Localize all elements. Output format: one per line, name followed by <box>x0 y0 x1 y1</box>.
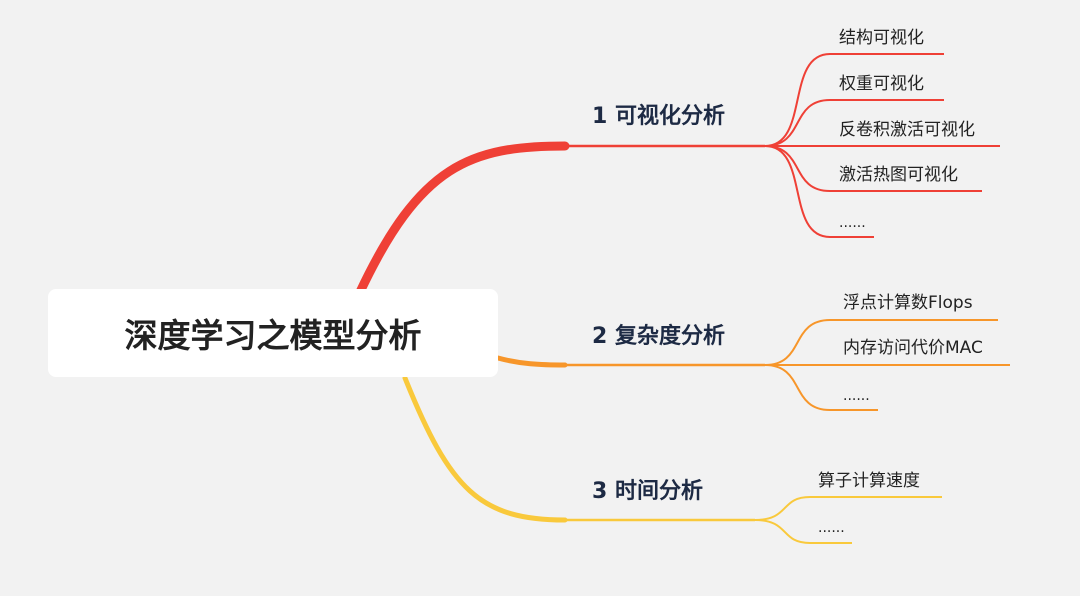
leaf-connector-2-3 <box>764 364 831 411</box>
leaf-label-1-5[interactable]: ...... <box>839 215 866 231</box>
leaf-label-1-3[interactable]: 反卷积激活可视化 <box>839 120 975 140</box>
leaf-label-2-3[interactable]: ...... <box>843 388 870 404</box>
leaf-connector-1-4 <box>764 145 831 192</box>
leaf-label-3-1[interactable]: 算子计算速度 <box>818 471 920 491</box>
branch-label-2[interactable]: 2 复杂度分析 <box>592 323 725 349</box>
leaf-label-2-2[interactable]: 内存访问代价MAC <box>843 338 983 358</box>
leaf-label-2-1[interactable]: 浮点计算数Flops <box>843 293 973 313</box>
branch-label-3[interactable]: 3 时间分析 <box>592 479 703 504</box>
leaf-connector-1-1 <box>764 53 831 147</box>
leaf-connector-1-5 <box>764 145 831 238</box>
root-title: 深度学习之模型分析 <box>124 316 422 355</box>
branch-connector-1 <box>355 141 570 297</box>
branch-connector-2 <box>495 355 568 368</box>
leaf-label-1-1[interactable]: 结构可视化 <box>839 28 924 48</box>
branch-connector-3 <box>402 375 568 523</box>
leaf-connector-1-2 <box>764 99 831 147</box>
leaf-label-1-2[interactable]: 权重可视化 <box>839 74 924 94</box>
leaf-connector-2-1 <box>764 319 831 366</box>
leaf-connector-3-2 <box>754 519 811 544</box>
leaf-label-1-4[interactable]: 激活热图可视化 <box>839 165 958 185</box>
branch-label-1[interactable]: 1 可视化分析 <box>592 103 725 129</box>
leaf-connector-3-1 <box>754 496 811 521</box>
leaf-label-3-2[interactable]: ...... <box>818 520 845 536</box>
root-topic[interactable]: 深度学习之模型分析 <box>48 289 498 377</box>
